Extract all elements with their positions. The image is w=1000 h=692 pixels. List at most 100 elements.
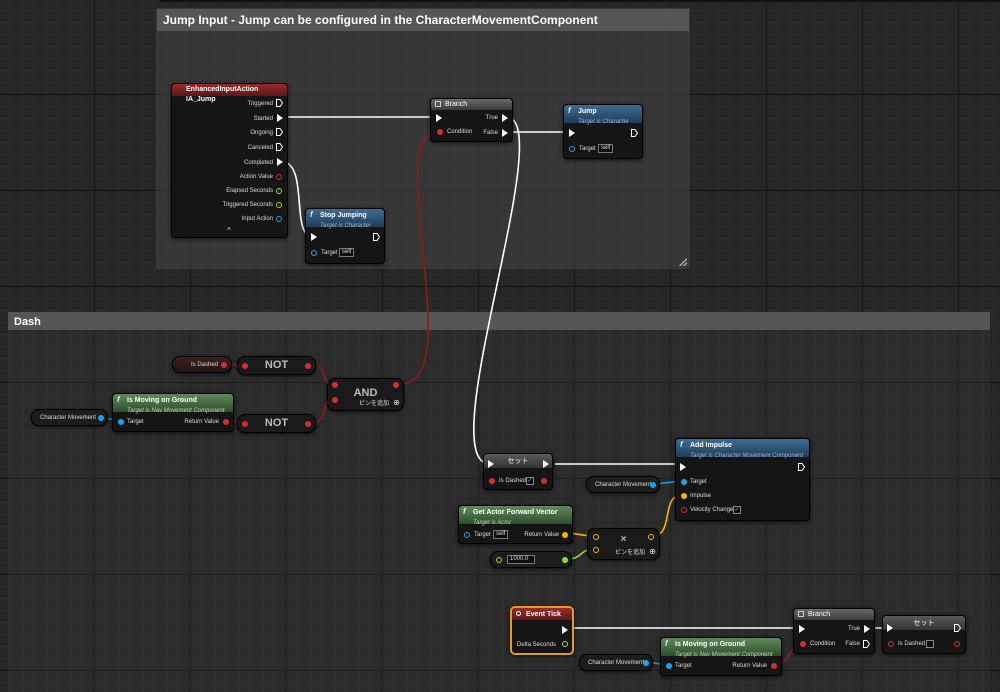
- is-dashed-checkbox[interactable]: [926, 640, 934, 648]
- pin-out[interactable]: [643, 660, 649, 666]
- pin-target[interactable]: [464, 532, 470, 538]
- node-set-is-dashed[interactable]: セット Is Dashed ✓: [483, 453, 553, 490]
- pin-target[interactable]: [118, 419, 124, 425]
- pin-out[interactable]: [541, 478, 547, 484]
- pin-in[interactable]: [496, 557, 502, 563]
- node-jump[interactable]: f Jump Target is Character Target self: [563, 104, 643, 159]
- node-multiply[interactable]: × ピンを追加 ⊕: [587, 528, 660, 560]
- pin-return[interactable]: [223, 419, 229, 425]
- pin-target[interactable]: [569, 146, 575, 152]
- var-character-movement-3[interactable]: Character Movement: [579, 654, 653, 671]
- var-is-dashed[interactable]: Is Dashed: [172, 356, 232, 373]
- exec-pin-false[interactable]: [863, 640, 870, 648]
- pin-out[interactable]: [98, 415, 104, 421]
- exec-pin-true[interactable]: [864, 625, 870, 633]
- field-self[interactable]: self: [339, 248, 355, 257]
- velocity-change-checkbox[interactable]: ✓: [733, 506, 741, 514]
- exec-pin-in[interactable]: [569, 129, 575, 137]
- add-pin-icon[interactable]: ⊕: [393, 398, 400, 407]
- field-self[interactable]: self: [493, 530, 509, 539]
- pin-impulse[interactable]: [681, 493, 687, 499]
- var-character-movement-1[interactable]: Character Movement: [31, 409, 108, 426]
- pin-target[interactable]: [311, 250, 317, 256]
- node-stop-jumping[interactable]: f Stop Jumping Target is Character Targe…: [305, 208, 385, 264]
- exec-pin-out[interactable]: [631, 129, 638, 137]
- node-branch-2[interactable]: Branch Condition True False: [793, 608, 875, 654]
- field-float[interactable]: 1000.0: [507, 555, 535, 564]
- node-add-impulse[interactable]: f Add Impulse Target is Character Moveme…: [675, 438, 810, 521]
- pin-target[interactable]: [681, 479, 687, 485]
- node-enhanced-input-action[interactable]: EnhancedInputAction IA_Jump Triggered St…: [171, 83, 288, 238]
- node-not-1[interactable]: NOT: [237, 356, 316, 375]
- exec-pin-canceled[interactable]: [276, 143, 283, 151]
- add-pin-label[interactable]: ピンを追加: [358, 401, 389, 407]
- pin-out[interactable]: [648, 534, 654, 540]
- exec-pin-out[interactable]: [543, 460, 549, 468]
- comment-dash-title[interactable]: Dash: [8, 312, 990, 330]
- node-is-moving-on-ground-2[interactable]: f Is Moving on Ground Target is Nav Move…: [660, 637, 782, 676]
- pin-return[interactable]: [771, 663, 777, 669]
- exec-pin-in[interactable]: [488, 460, 494, 468]
- exec-pin-out[interactable]: [954, 624, 961, 632]
- pin-condition[interactable]: [437, 129, 443, 135]
- node-and[interactable]: AND ピンを追加 ⊕: [327, 378, 404, 411]
- exec-pin-out[interactable]: [798, 463, 805, 471]
- exec-pin-started[interactable]: [277, 114, 283, 122]
- pin-is-dashed[interactable]: [489, 478, 495, 484]
- float-value[interactable]: 1000.0: [507, 555, 535, 564]
- pin-out[interactable]: [221, 362, 227, 368]
- exec-pin-out[interactable]: [373, 233, 380, 241]
- exec-pin-ongoing[interactable]: [276, 128, 283, 136]
- var-character-movement-2[interactable]: Character Movement: [586, 476, 660, 493]
- exec-pin-in[interactable]: [311, 233, 317, 241]
- pin-return[interactable]: [562, 532, 568, 538]
- collapse-arrow-icon[interactable]: ^: [227, 226, 231, 235]
- exec-pin-in[interactable]: [436, 114, 442, 122]
- pin-out[interactable]: [562, 557, 568, 563]
- node-is-moving-on-ground-1[interactable]: f Is Moving on Ground Target is Nav Move…: [112, 393, 234, 432]
- pin-triggered-seconds[interactable]: [276, 202, 282, 208]
- node-set-is-dashed-2[interactable]: セット Is Dashed: [882, 615, 966, 654]
- pin-a[interactable]: [593, 534, 599, 540]
- exec-pin-false[interactable]: [502, 129, 508, 137]
- exec-pin-in[interactable]: [887, 624, 893, 632]
- pin-out[interactable]: [393, 382, 399, 388]
- field-self[interactable]: self: [598, 144, 614, 153]
- node-get-actor-forward-vector[interactable]: f Get Actor Forward Vector Target is Act…: [458, 505, 573, 544]
- add-pin-label[interactable]: ピンを追加: [614, 550, 645, 556]
- pin-out[interactable]: [305, 421, 311, 427]
- node-not-2[interactable]: NOT: [237, 414, 316, 433]
- pin-is-dashed[interactable]: [888, 641, 894, 647]
- node-branch[interactable]: Branch Condition True False: [430, 98, 513, 142]
- pin-delta-seconds[interactable]: [562, 641, 568, 647]
- exec-pin-in[interactable]: [680, 463, 686, 471]
- pin-b[interactable]: [593, 547, 599, 553]
- exec-pin-true[interactable]: [502, 114, 508, 122]
- comment-resize-handle[interactable]: [679, 258, 687, 266]
- self-value[interactable]: self: [339, 248, 355, 257]
- pin-elapsed-seconds[interactable]: [276, 188, 282, 194]
- self-value[interactable]: self: [493, 530, 509, 539]
- pin-condition[interactable]: [800, 641, 806, 647]
- comment-jump-title[interactable]: Jump Input - Jump can be configured in t…: [157, 9, 689, 31]
- is-dashed-checkbox[interactable]: ✓: [526, 477, 534, 485]
- pin-out[interactable]: [954, 641, 960, 647]
- pin-b[interactable]: [332, 397, 338, 403]
- pin-out[interactable]: [305, 363, 311, 369]
- exec-pin-completed[interactable]: [277, 158, 283, 166]
- pin-in[interactable]: [242, 363, 248, 369]
- exec-pin-out[interactable]: [562, 626, 568, 634]
- self-value[interactable]: self: [598, 144, 614, 153]
- float-literal[interactable]: 1000.0: [490, 551, 572, 568]
- pin-target[interactable]: [666, 663, 672, 669]
- exec-pin-in[interactable]: [799, 625, 805, 633]
- pin-in[interactable]: [242, 421, 248, 427]
- node-event-tick[interactable]: Event Tick Delta Seconds: [510, 606, 574, 655]
- pin-action-value[interactable]: [276, 174, 282, 180]
- add-pin-icon[interactable]: ⊕: [649, 547, 656, 556]
- pin-input-action[interactable]: [276, 216, 282, 222]
- exec-pin-triggered[interactable]: [276, 99, 283, 107]
- pin-out[interactable]: [650, 482, 656, 488]
- pin-velocity-change[interactable]: [681, 507, 687, 513]
- pin-a[interactable]: [332, 382, 338, 388]
